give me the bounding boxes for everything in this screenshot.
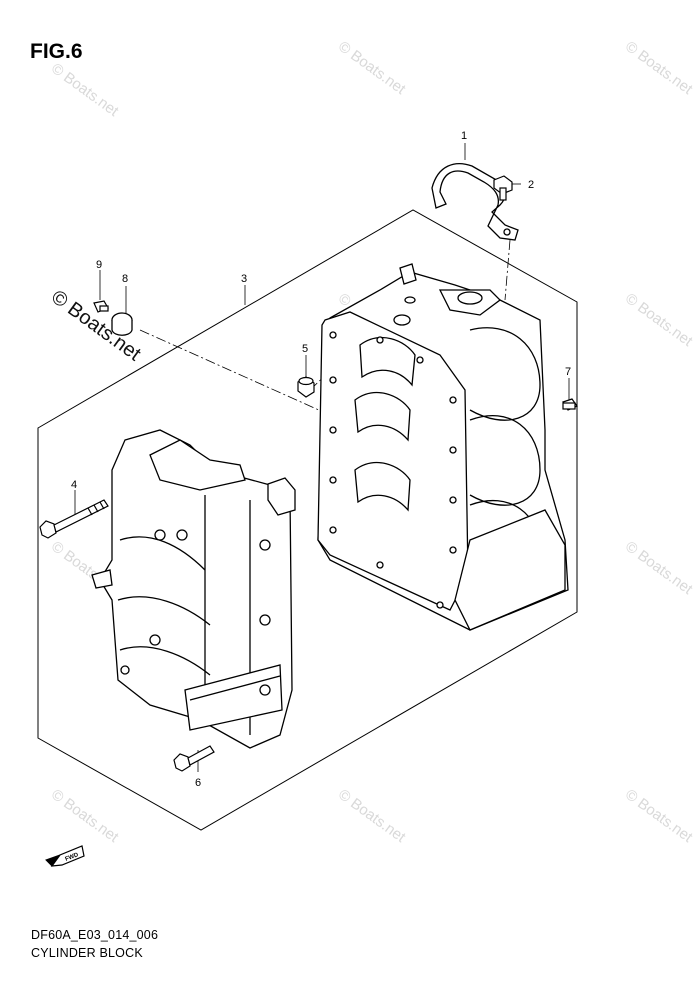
- assembly-boundary-box: [37, 209, 578, 831]
- cylinder-block-part: [317, 263, 569, 631]
- long-bolt-part: [39, 499, 109, 539]
- bolt-part: [493, 175, 513, 201]
- dowel-pin-part: [297, 376, 315, 398]
- fwd-arrow-icon: FWD: [45, 845, 85, 867]
- callout-3: 3: [241, 273, 247, 285]
- plug-part: [562, 398, 578, 411]
- callout-6: 6: [195, 777, 201, 789]
- callout-1: 1: [461, 130, 467, 142]
- callout-9: 9: [96, 259, 102, 271]
- cap-part: [111, 312, 133, 336]
- callout-7: 7: [565, 366, 571, 378]
- callout-8: 8: [122, 273, 128, 285]
- figure-title: FIG.6: [30, 40, 83, 63]
- diagram-caption: CYLINDER BLOCK: [31, 946, 143, 960]
- bolt-part-lower: [173, 745, 215, 772]
- callout-5: 5: [302, 343, 308, 355]
- drawing-code: DF60A_E03_014_006: [31, 928, 159, 942]
- bracket-part: [431, 163, 519, 241]
- callout-4: 4: [71, 479, 77, 491]
- callout-2: 2: [528, 179, 534, 191]
- screw-part: [93, 300, 109, 313]
- fwd-label: FWD: [65, 852, 81, 863]
- crankcase-part: [91, 429, 296, 749]
